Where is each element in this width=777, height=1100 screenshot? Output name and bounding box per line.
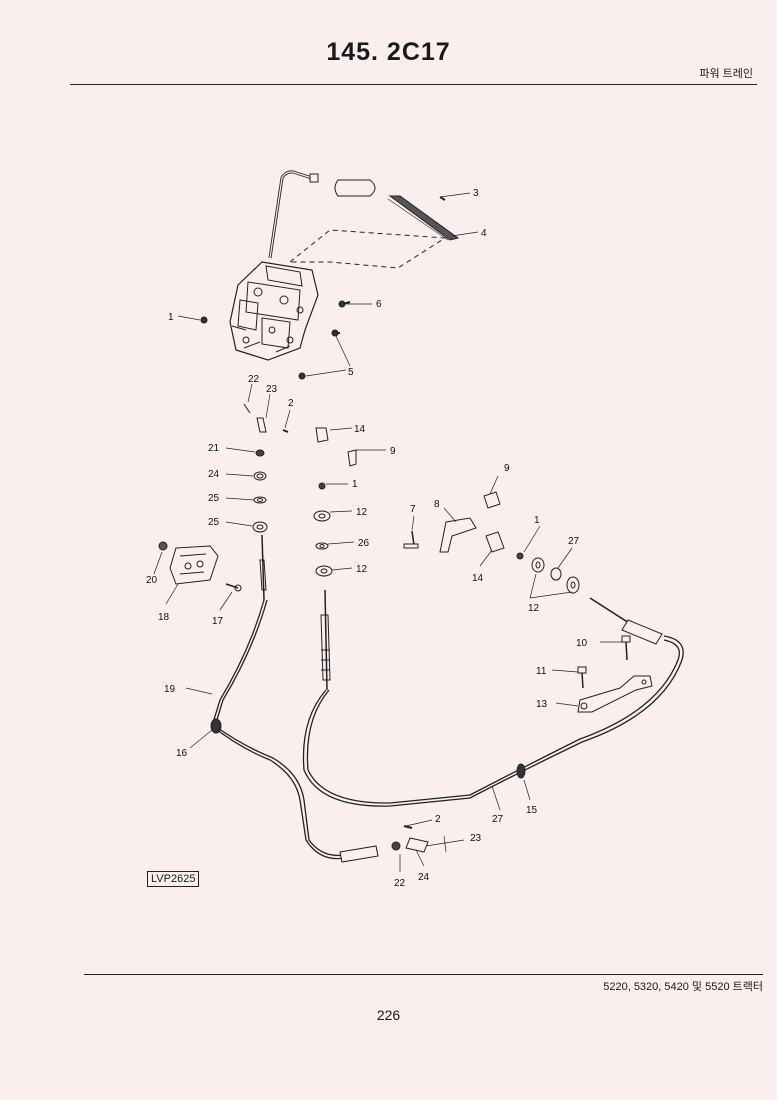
callout: 26: [358, 538, 370, 549]
callout: 9: [504, 463, 510, 474]
middle-cable-hardware: [313, 427, 357, 691]
callout: 23: [266, 384, 278, 395]
callout: 8: [434, 499, 440, 510]
callout: 2: [435, 814, 441, 825]
leader-lines: [153, 192, 622, 872]
callout: 11: [536, 666, 547, 677]
left-cable-hardware: [243, 403, 289, 601]
callout: 2: [288, 398, 294, 409]
section-label: 파워 트레인: [699, 68, 753, 80]
page-number: 226: [376, 1007, 401, 1023]
callout: 1: [168, 312, 174, 323]
callout: 12: [528, 603, 540, 614]
mounting-bracket: [158, 541, 242, 592]
callout: 15: [526, 805, 538, 816]
dashed-outline: [288, 229, 447, 269]
callout: 5: [348, 367, 354, 378]
callout: 17: [212, 616, 224, 627]
callout: 18: [158, 612, 170, 623]
page-title: 145. 2C17: [326, 38, 451, 66]
shift-lever: [268, 170, 376, 259]
callout: 23: [470, 833, 482, 844]
cable-16: [302, 635, 684, 807]
gasket-plate: [387, 195, 460, 241]
callout: 12: [356, 564, 368, 575]
reference-code: LVP2625: [147, 871, 200, 887]
callout: 19: [164, 684, 176, 695]
callout: 1: [534, 515, 540, 526]
callout: 25: [208, 517, 220, 528]
header-divider: [70, 84, 757, 85]
callout-labels: 3 4 6 1 5 22 23 2 21 24 25 25 14 9 1 12 …: [146, 188, 588, 889]
callout: 22: [394, 878, 406, 889]
callout: 22: [248, 374, 260, 385]
callout: 16: [176, 748, 188, 759]
bolt-set: [200, 196, 446, 380]
callout: 25: [208, 493, 220, 504]
callout: 24: [208, 469, 220, 480]
cable-clamps: [210, 718, 526, 779]
footer-models: 5220, 5320, 5420 및 5520 트랙터: [603, 981, 763, 993]
callout: 3: [473, 188, 479, 199]
callout: 27: [568, 536, 580, 547]
callout: 1: [352, 479, 358, 490]
callout: 24: [418, 872, 430, 883]
callout: 20: [146, 575, 158, 586]
callout: 10: [576, 638, 588, 649]
cable-19: [211, 599, 375, 860]
callout: 7: [410, 504, 416, 515]
callout: 14: [472, 573, 484, 584]
footer-divider: [84, 974, 763, 975]
callout: 14: [354, 424, 366, 435]
lower-cable-end: [339, 825, 429, 863]
callout: 21: [208, 443, 220, 454]
support-bracket: [577, 635, 653, 713]
control-housing: [229, 261, 319, 361]
callout: 6: [376, 299, 382, 310]
callout: 4: [481, 228, 487, 239]
callout: 9: [390, 446, 396, 457]
callout: 13: [536, 699, 548, 710]
callout: 12: [356, 507, 368, 518]
callout: 27: [492, 814, 504, 825]
right-cable-hardware: [403, 491, 663, 645]
